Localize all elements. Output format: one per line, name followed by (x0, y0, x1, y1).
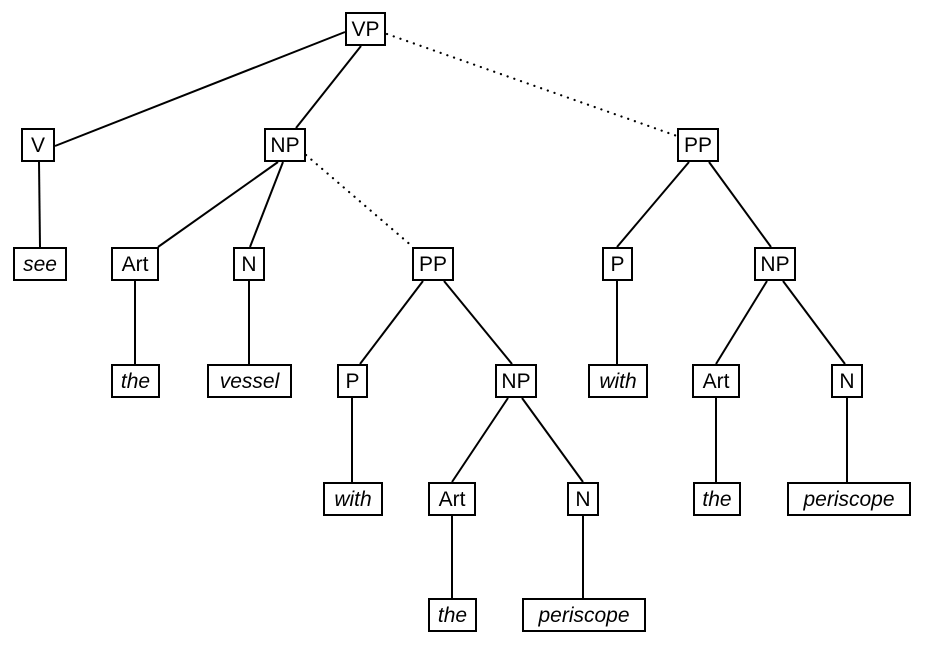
tree-edge-vp-to-np1 (295, 45, 362, 129)
tree-node-label: N (241, 252, 257, 276)
tree-node-art_right[interactable]: Art (692, 364, 740, 398)
tree-node-label: Art (121, 252, 149, 276)
tree-node-art_mid[interactable]: Art (428, 482, 476, 516)
tree-node-label: periscope (803, 487, 895, 511)
tree-node-p_mid[interactable]: P (337, 364, 368, 398)
tree-node-label: with (599, 369, 637, 393)
tree-node-label: vessel (219, 369, 280, 393)
tree-edge-pp_mid-to-np_mid (443, 280, 513, 365)
tree-edge-np_mid-to-n_mid (521, 397, 584, 483)
tree-node-label: NP (270, 133, 300, 157)
tree-edge-vp-to-v (54, 31, 346, 147)
tree-edge-np_right-to-art_right (715, 280, 768, 365)
tree-node-label: the (702, 487, 732, 511)
tree-edge-np1-to-n1 (249, 161, 284, 248)
tree-node-label: see (23, 252, 57, 276)
tree-node-n_right[interactable]: N (831, 364, 863, 398)
tree-node-label: Art (438, 487, 466, 511)
tree-node-label: PP (418, 252, 447, 276)
tree-node-label: P (345, 369, 360, 393)
tree-edge-np1-to-art1 (157, 161, 279, 248)
tree-node-label: the (437, 603, 468, 627)
tree-node-art1[interactable]: Art (111, 247, 159, 281)
tree-node-the1[interactable]: the (111, 364, 160, 398)
tree-node-pp_mid[interactable]: PP (412, 247, 454, 281)
tree-node-label: VP (351, 17, 380, 41)
tree-node-label: NP (760, 252, 790, 276)
tree-node-pp_right[interactable]: PP (677, 128, 719, 162)
tree-edge-pp_right-to-p_right (616, 161, 690, 248)
tree-node-v[interactable]: V (21, 128, 55, 162)
tree-edge-vp-to-pp_right (385, 32, 679, 138)
tree-edge-pp_mid-to-p_mid (359, 280, 424, 365)
tree-node-p_right[interactable]: P (602, 247, 633, 281)
tree-node-label: N (575, 487, 591, 511)
tree-node-vp[interactable]: VP (345, 12, 386, 46)
tree-node-peri_m[interactable]: periscope (522, 598, 646, 632)
tree-edge-np_right-to-n_right (782, 280, 846, 365)
tree-node-n1[interactable]: N (233, 247, 265, 281)
tree-edge-v-to-see (38, 161, 41, 248)
tree-edge-pp_right-to-np_right (708, 161, 772, 248)
tree-node-label: N (839, 369, 855, 393)
tree-node-vessel[interactable]: vessel (207, 364, 292, 398)
tree-node-np_mid[interactable]: NP (495, 364, 537, 398)
tree-node-peri_r[interactable]: periscope (787, 482, 911, 516)
tree-node-np1[interactable]: NP (264, 128, 306, 162)
tree-node-label: NP (501, 369, 531, 393)
tree-node-label: P (610, 252, 625, 276)
tree-node-label: with (334, 487, 372, 511)
tree-edge-np1-to-pp_mid (304, 153, 415, 249)
tree-node-label: periscope (538, 603, 630, 627)
tree-node-see[interactable]: see (13, 247, 67, 281)
tree-node-n_mid[interactable]: N (567, 482, 599, 516)
tree-edge-np_mid-to-art_mid (451, 397, 509, 483)
tree-node-label: Art (702, 369, 730, 393)
tree-node-label: V (30, 133, 45, 157)
tree-node-the_m[interactable]: the (428, 598, 477, 632)
tree-node-label: the (120, 369, 151, 393)
tree-node-with_m[interactable]: with (323, 482, 383, 516)
tree-node-with_r[interactable]: with (588, 364, 648, 398)
tree-node-the_r[interactable]: the (693, 482, 741, 516)
tree-node-np_right[interactable]: NP (754, 247, 796, 281)
tree-node-label: PP (683, 133, 712, 157)
